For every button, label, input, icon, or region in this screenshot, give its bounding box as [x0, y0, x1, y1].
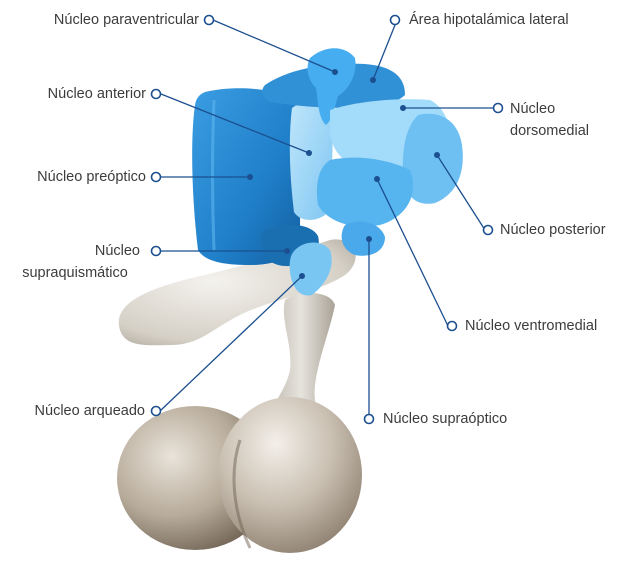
ventromedial-nucleus-shape — [317, 158, 413, 227]
label-ventromedial: Núcleo ventromedial — [465, 317, 597, 335]
label-suprachiasmatic: Núcleo supraquismático — [10, 242, 140, 282]
arcuate-nucleus-shape — [290, 243, 332, 296]
label-dorsomedial: Núcleo dorsomedial — [510, 100, 589, 140]
label-anterior: Núcleo anterior — [48, 85, 146, 103]
supraoptic-nucleus-shape — [342, 222, 385, 256]
label-supraoptic: Núcleo supraóptico — [383, 410, 507, 428]
label-posterior: Núcleo posterior — [500, 221, 606, 239]
label-paraventricular: Núcleo paraventricular — [54, 11, 199, 29]
label-preoptic: Núcleo preóptico — [37, 168, 146, 186]
label-suprachiasmatic-line2: supraquismático — [10, 264, 140, 282]
pituitary-anterior-lobe-shape — [218, 397, 362, 553]
label-dorsomedial-line1: Núcleo — [510, 100, 589, 118]
label-suprachiasmatic-line1: Núcleo — [10, 242, 140, 260]
label-arcuate: Núcleo arqueado — [35, 402, 145, 420]
label-lateral-hypothalamic-area: Área hipotalámica lateral — [409, 11, 569, 29]
label-dorsomedial-line2: dorsomedial — [510, 122, 589, 140]
